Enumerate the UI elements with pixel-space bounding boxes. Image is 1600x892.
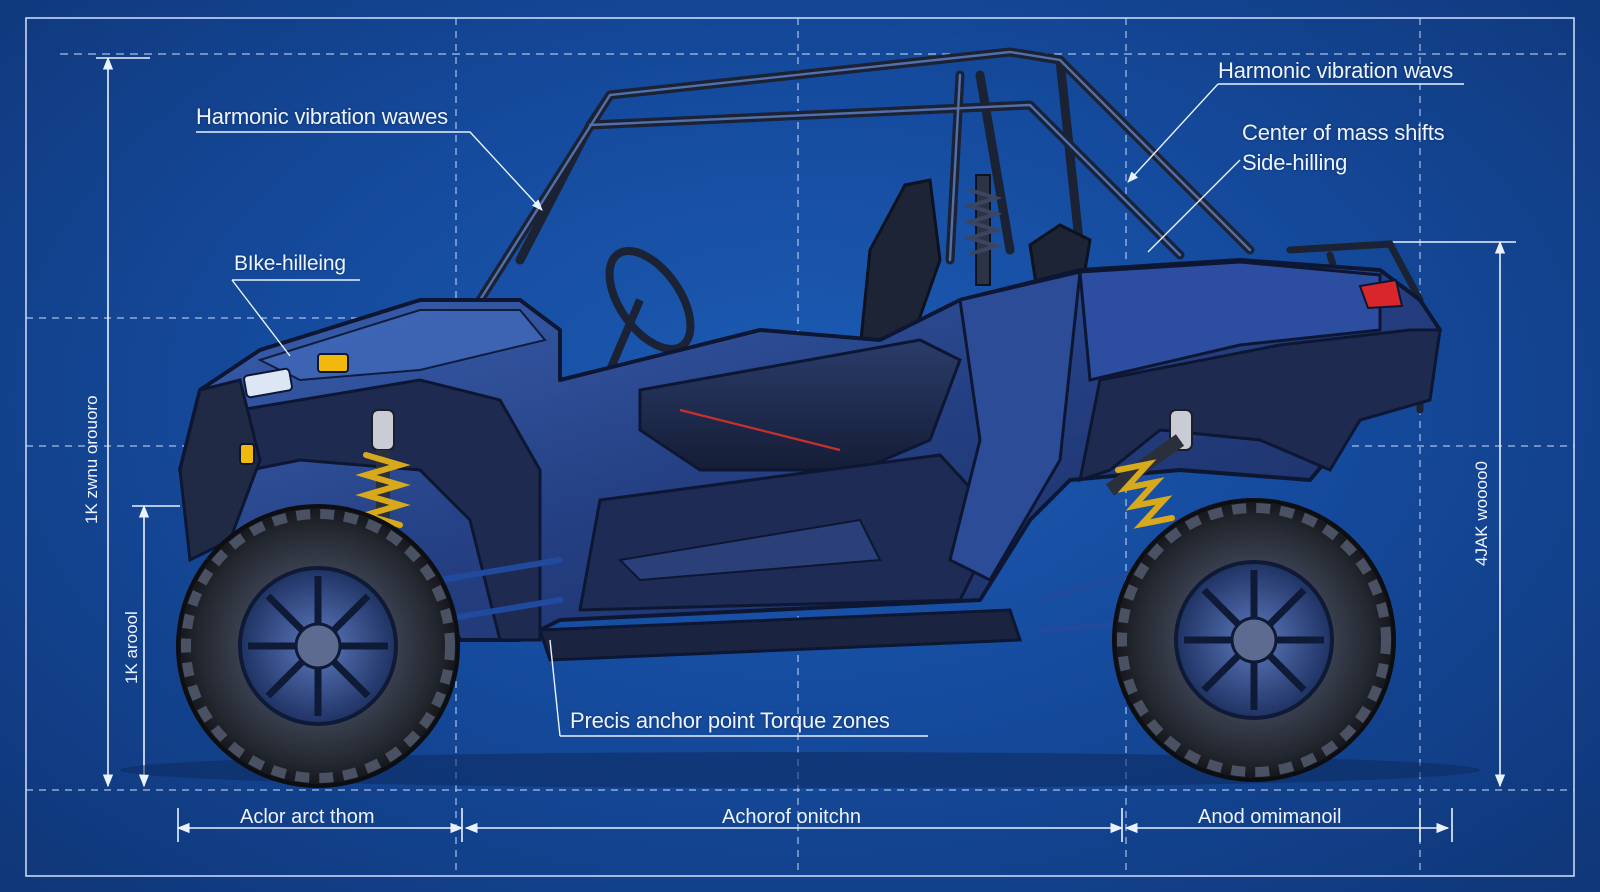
dimension-label-bottom-center: Achorof onitchn xyxy=(722,806,861,828)
callout-harmonic-vibration-right: Harmonic vibration wavs xyxy=(1218,58,1454,83)
front-fender xyxy=(238,378,542,642)
utv-vehicle-illustration xyxy=(120,47,1480,788)
rear-shock-absorber xyxy=(1105,409,1193,529)
amber-marker-light xyxy=(317,353,349,373)
dimension-label-left-outer: 1K zwnu orouoro xyxy=(82,395,101,524)
callout-side-hilling: Side-hilling xyxy=(1242,150,1348,175)
front-wheel xyxy=(176,504,460,788)
rear-fender xyxy=(1078,328,1442,483)
dimension-label-bottom-right: Anod omimanoil xyxy=(1198,806,1342,828)
headlight xyxy=(243,367,293,399)
callout-bike-hilling: BIke-hilleing xyxy=(234,252,346,275)
front-shock-absorber xyxy=(355,409,411,530)
rear-wheel xyxy=(1112,498,1396,782)
tail-light xyxy=(1358,278,1404,310)
callout-harmonic-vibration-left: Harmonic vibration wawes xyxy=(196,104,448,129)
callout-center-of-mass: Center of mass shifts xyxy=(1242,120,1445,145)
door-panel xyxy=(638,338,962,472)
dimension-label-right: 4JAK woooo0 xyxy=(1472,461,1491,566)
roll-cage xyxy=(475,47,1255,305)
callout-leaders xyxy=(196,83,1464,737)
dimension-lines xyxy=(60,53,1570,842)
suspension-arms xyxy=(437,557,1183,633)
rear-upper-shock xyxy=(963,174,1003,286)
dimension-label-left-inner: 1K aroool xyxy=(122,611,141,684)
dimension-label-bottom-left: Aclor arct thom xyxy=(240,806,375,828)
callout-anchor-torque: Precis anchor point Torque zones xyxy=(570,708,890,733)
steering-wheel xyxy=(605,247,695,372)
blueprint-border xyxy=(25,17,1575,877)
